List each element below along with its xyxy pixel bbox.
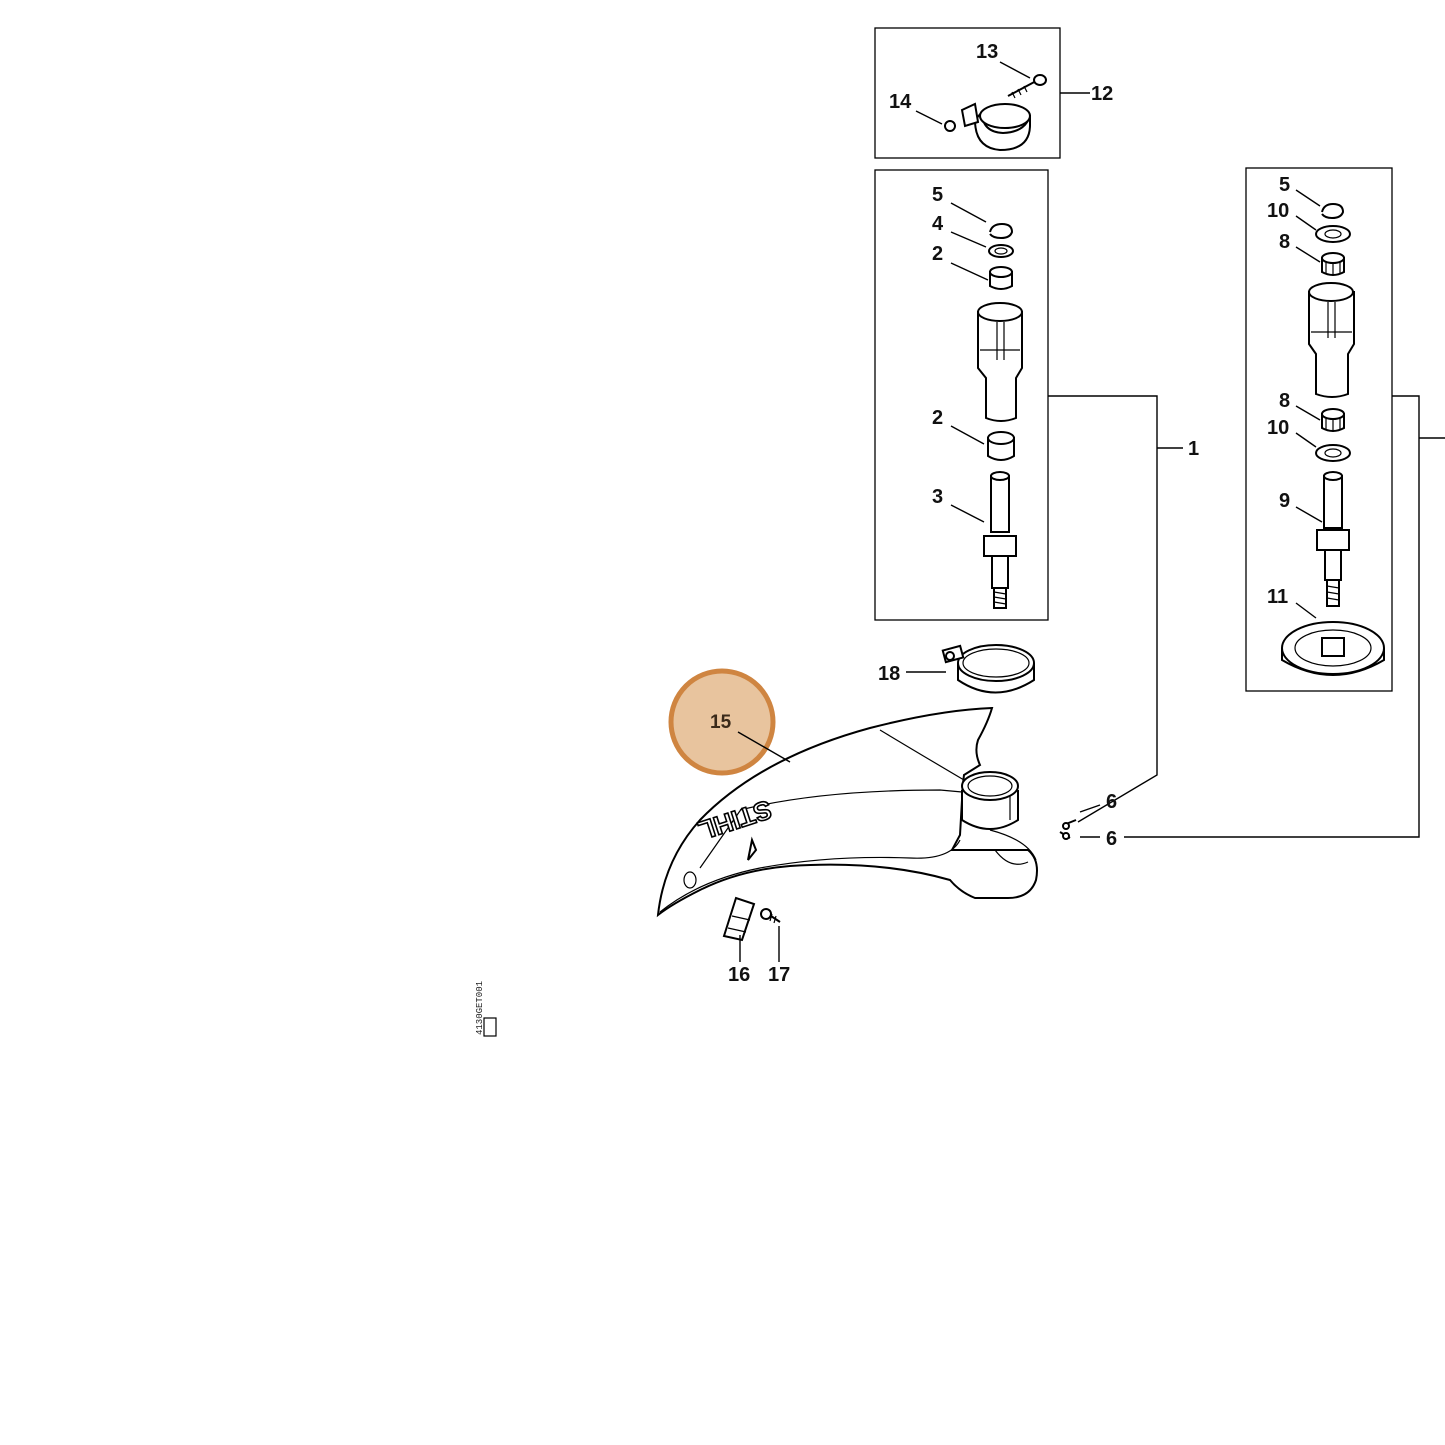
callout-9: 9	[1279, 490, 1290, 512]
callout-15[interactable]: 15	[710, 712, 732, 733]
deflector-guard-drawing: STIHL	[656, 706, 1038, 918]
callout-8-lower: 8	[1279, 390, 1290, 412]
drawing-code-box	[483, 1017, 497, 1037]
shaft-assembly-box-left	[874, 169, 1049, 621]
callout-4: 4	[932, 213, 944, 235]
callout-16: 16	[728, 964, 750, 986]
callout-13: 13	[976, 41, 998, 63]
blade-and-screw-drawing	[722, 896, 781, 942]
highlight-circle[interactable]	[668, 668, 776, 776]
shaft-assembly-box-right	[1245, 167, 1393, 692]
callout-12: 12	[1091, 83, 1113, 105]
drawing-code: 4130GET001	[475, 981, 485, 1035]
callout-1: 1	[1188, 438, 1199, 460]
callout-2-lower: 2	[932, 407, 943, 429]
callout-6-lower: 6	[1106, 828, 1117, 850]
callout-11: 11	[1267, 586, 1288, 608]
callout-14: 14	[889, 91, 912, 113]
callout-10-upper: 10	[1267, 200, 1289, 222]
shaft-assembly-right-drawing	[1281, 202, 1385, 676]
callout-5-left: 5	[932, 184, 943, 206]
callout-17: 17	[768, 964, 790, 986]
shaft-assembly-left-drawing	[977, 222, 1023, 609]
callout-10-lower: 10	[1267, 417, 1289, 439]
clamp-drawing	[944, 74, 1047, 152]
callout-6-upper: 6	[1106, 791, 1117, 813]
screws-6-drawing	[1059, 819, 1077, 840]
callout-18: 18	[878, 663, 900, 685]
callout-5-right: 5	[1279, 174, 1290, 196]
hose-clamp-drawing	[941, 644, 1035, 694]
callout-3: 3	[932, 486, 943, 508]
callout-2-upper: 2	[932, 243, 943, 265]
callout-8-upper: 8	[1279, 231, 1290, 253]
